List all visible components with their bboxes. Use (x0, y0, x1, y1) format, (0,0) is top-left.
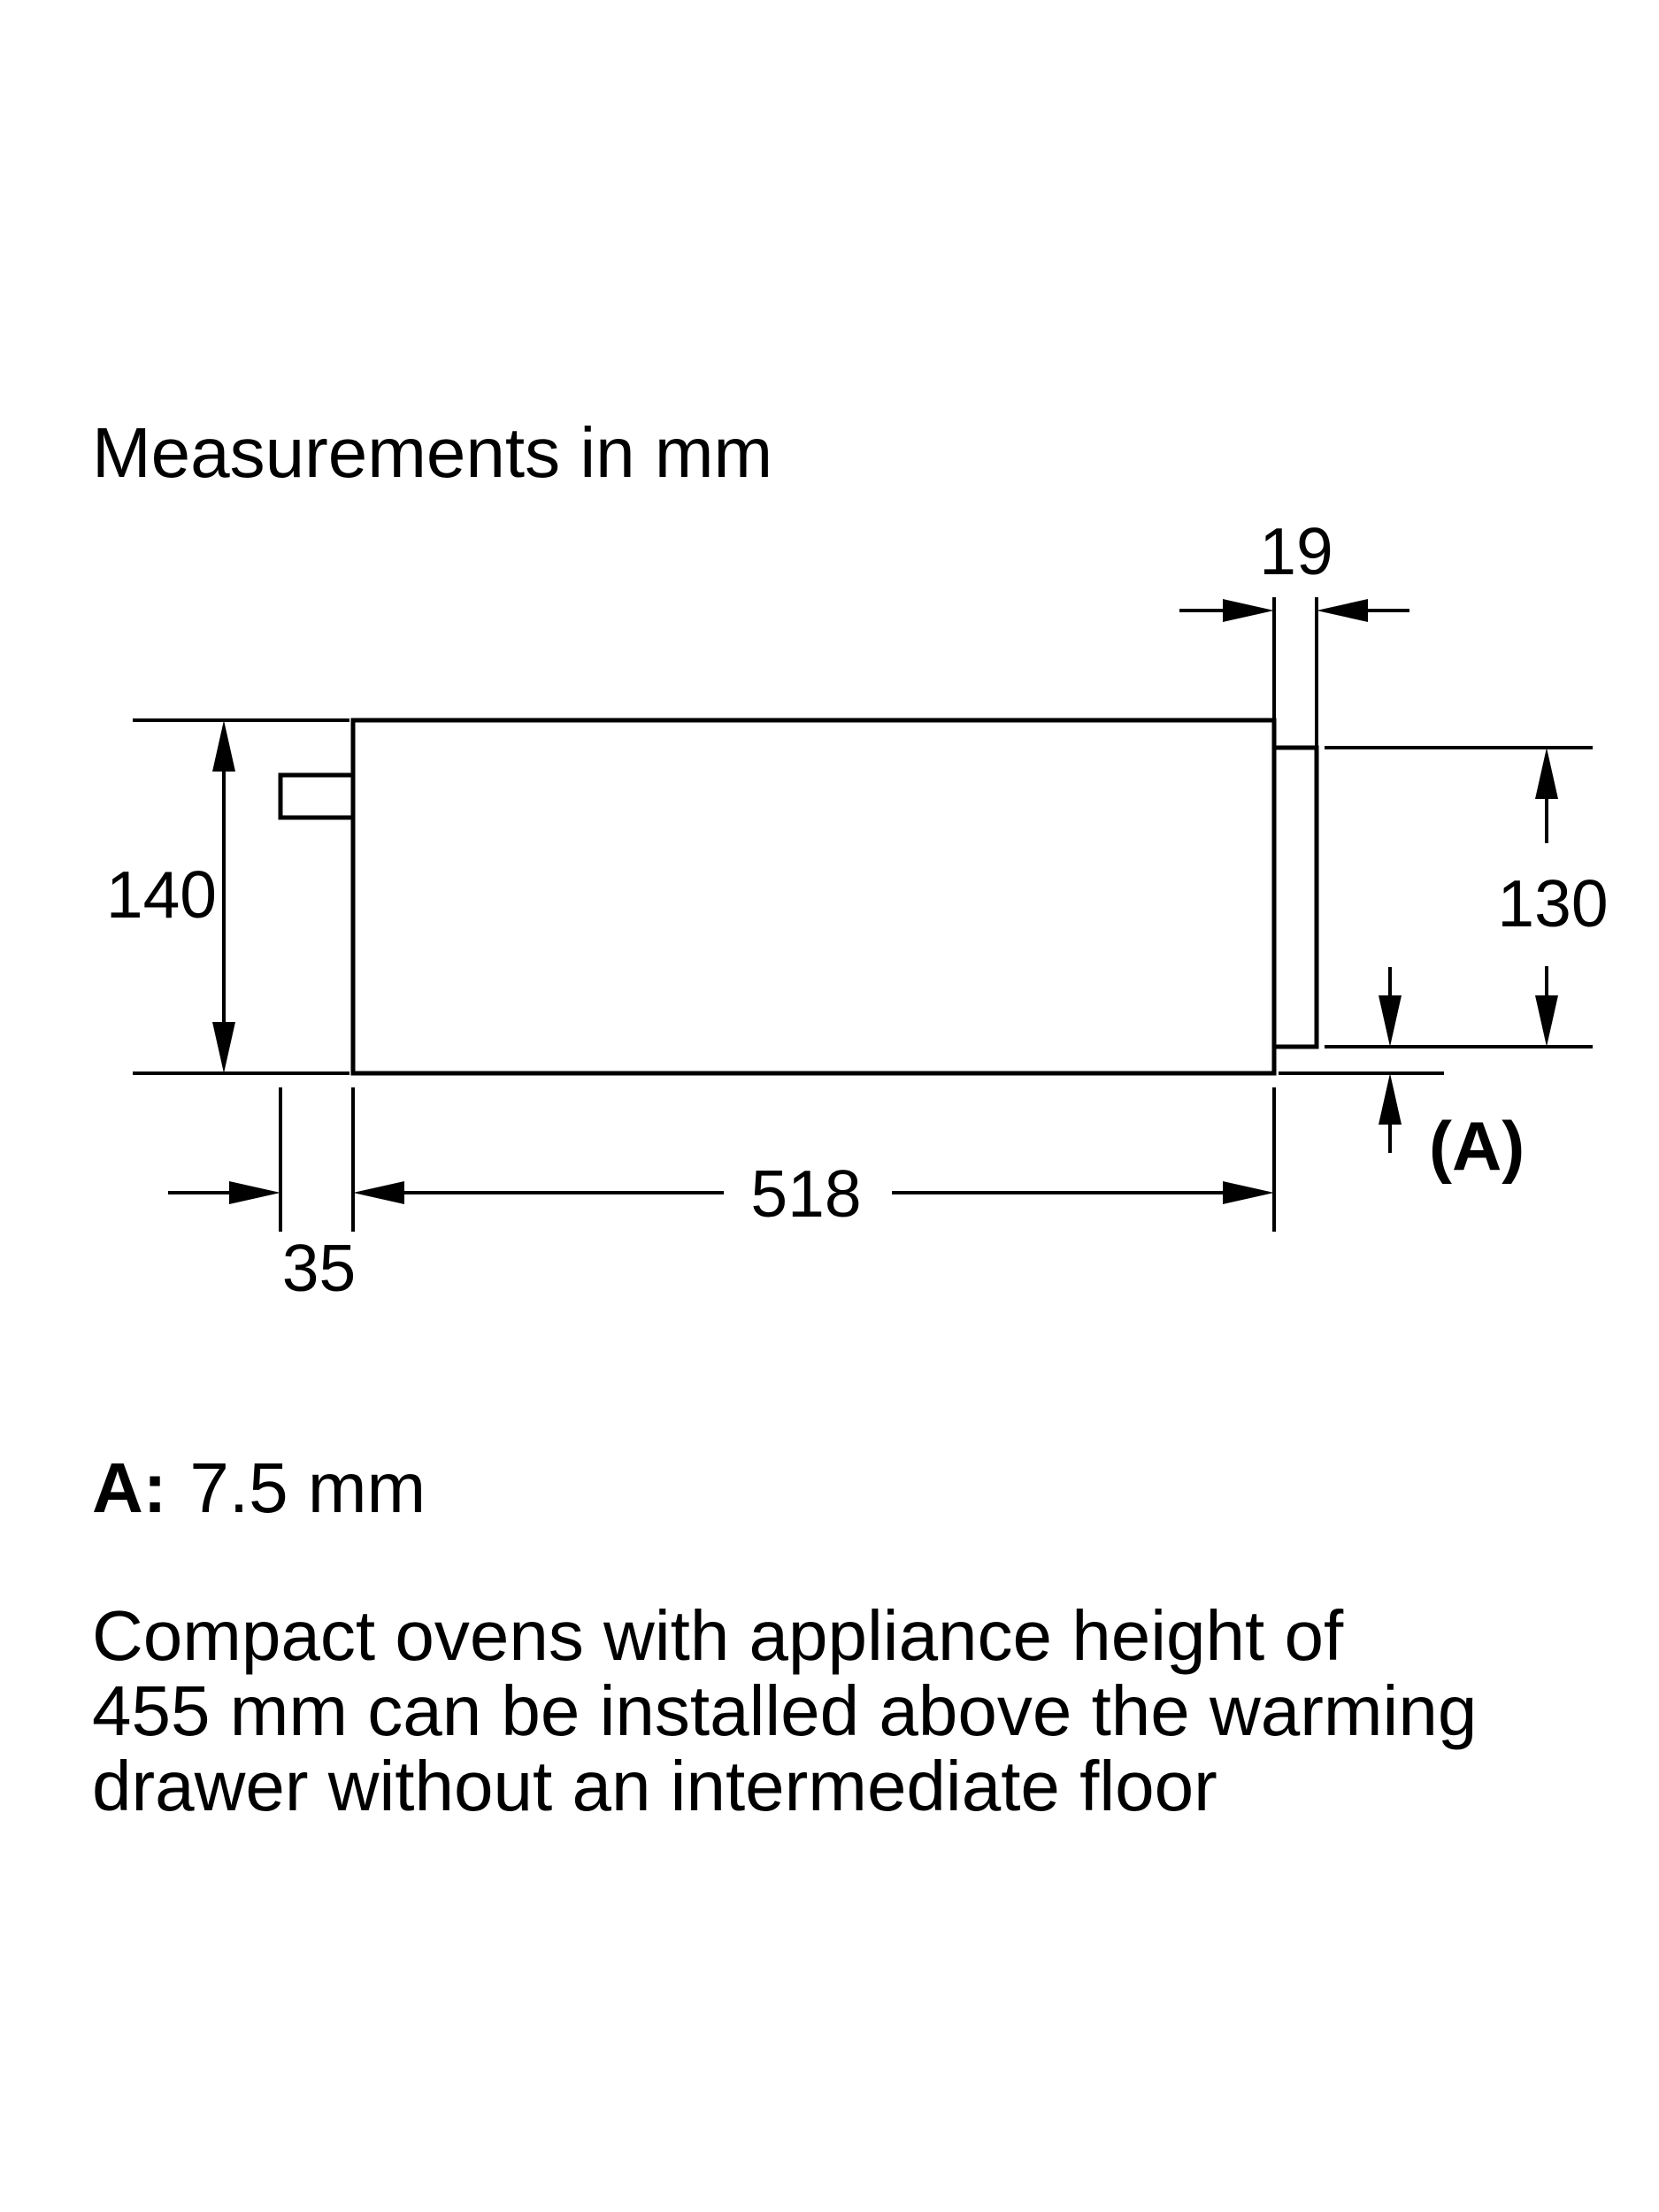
extension-lines (133, 597, 1593, 1232)
legend-a-measure: 7.5 mm (189, 1448, 426, 1527)
dim-label-130: 130 (1497, 866, 1609, 941)
dim-label-A: (A) (1429, 1107, 1525, 1185)
installation-note-line-1: Compact ovens with appliance height of (92, 1596, 1344, 1675)
dim-19-arrows (1179, 599, 1409, 622)
dim-label-35: 35 (281, 1231, 357, 1305)
installation-note-line-2: 455 mm can be installed above the warmin… (92, 1671, 1478, 1750)
page-title: Measurements in mm (92, 413, 773, 492)
dim-130-arrows (1535, 748, 1558, 1047)
rear-plug-outline (278, 772, 356, 820)
dim-label-140: 140 (105, 857, 217, 932)
dim-35-arrow (168, 1181, 280, 1204)
front-panel-outline (1271, 745, 1319, 1049)
legend-a-key: A: (92, 1448, 167, 1527)
dim-518-arrows (353, 1181, 1274, 1204)
installation-note: Compact ovens with appliance height of 4… (92, 1598, 1614, 1824)
legend-a-value: A: 7.5 mm (92, 1448, 426, 1529)
dim-140-arrows (212, 720, 235, 1073)
dim-label-19: 19 (1259, 514, 1333, 588)
dim-label-518: 518 (750, 1156, 862, 1231)
installation-note-line-3: drawer without an intermediate floor (92, 1747, 1217, 1825)
dim-A-arrows (1379, 967, 1402, 1153)
drawer-body-outline (350, 718, 1277, 1076)
